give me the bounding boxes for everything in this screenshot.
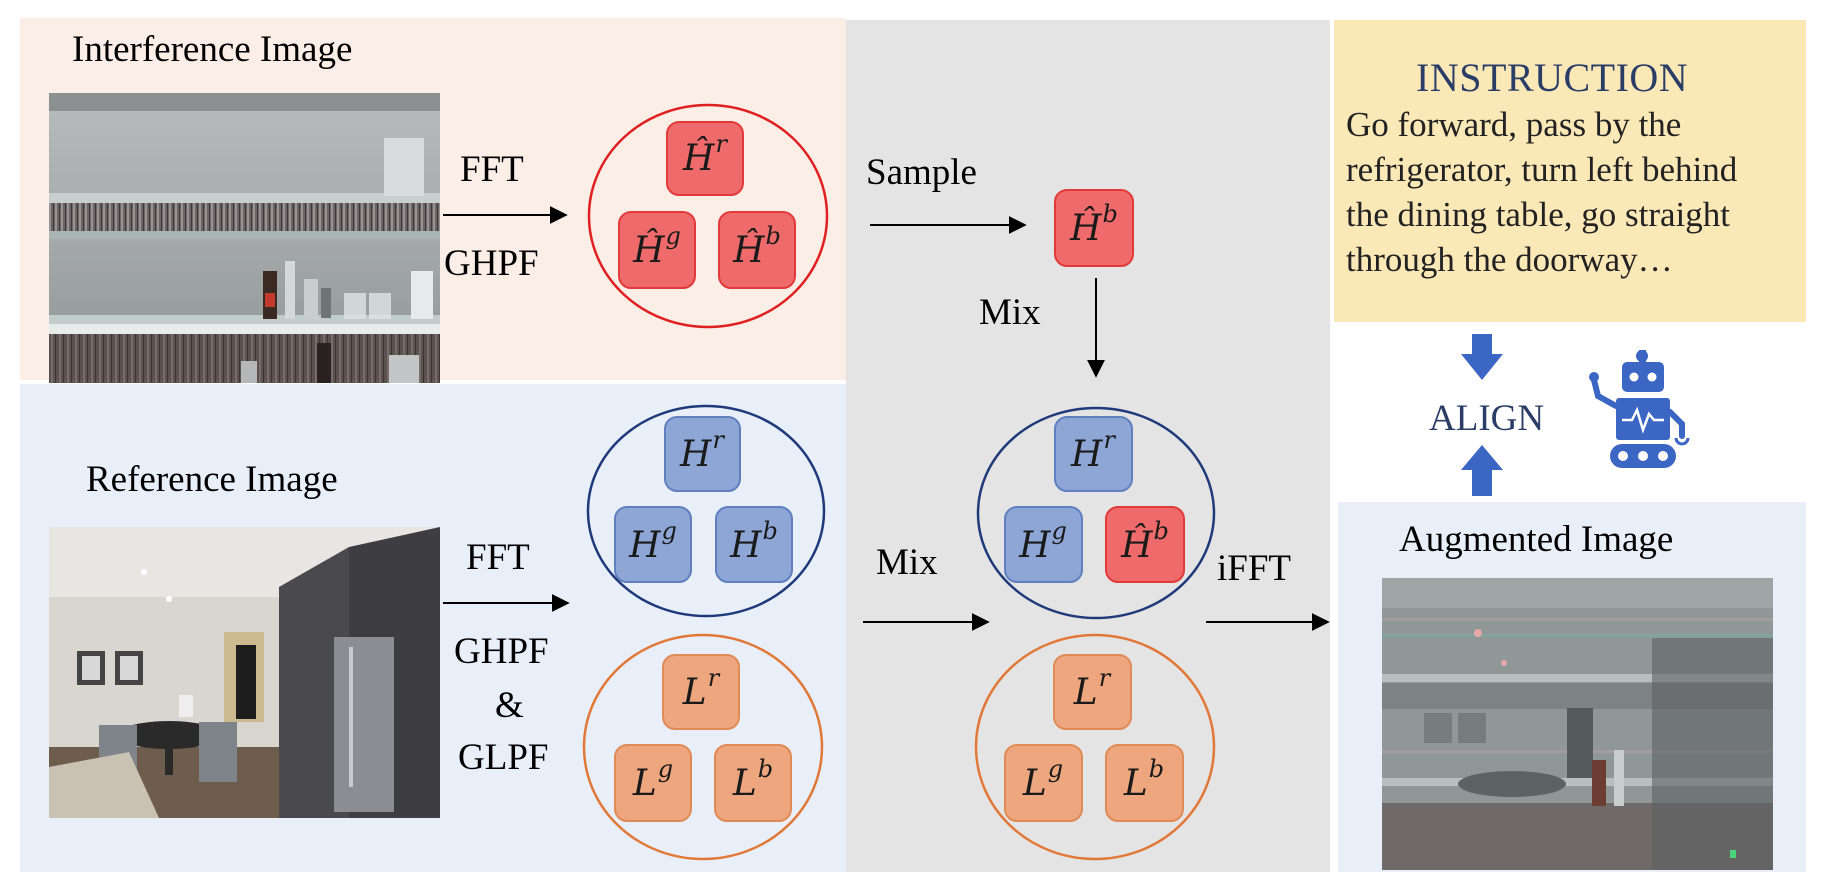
align-label: ALIGN [1429,398,1545,439]
reference-lg-tile [614,744,692,822]
tile-channel-superscript: b [765,222,781,250]
reference-lb-tile [714,744,792,822]
tile-channel-superscript: g [1047,755,1064,783]
tile-base-symbol: L [682,671,707,713]
augmented-title: Augmented Image [1399,519,1674,560]
tile-base-symbol: H [1019,524,1051,566]
interference-ghpf-label: GHPF [444,243,539,284]
robot-icon [1589,350,1690,468]
align-up-arrow [1461,445,1503,496]
reference-low-freq-circle [582,633,824,861]
reference-hb-tile [715,506,793,583]
mixed-lr-tile [1053,654,1132,730]
align-down-arrow [1461,334,1503,380]
tile-base-symbol: H [629,524,661,566]
interference-image [49,93,440,383]
reference-glpf-label: GLPF [458,737,549,778]
tile-base-symbol: L [632,762,657,804]
sampled-hb-tile [1054,189,1134,267]
augmented-image [1382,578,1773,870]
tile-base-symbol: H [730,524,762,566]
instruction-text: Go forward, pass by the refrigerator, tu… [1346,102,1737,282]
tile-channel-superscript: g [661,517,677,545]
tile-base-symbol: H [1071,433,1103,475]
reference-ghpf-label: GHPF [454,631,549,672]
tile-base-symbol: Ĥ [733,229,765,271]
interference-fft-label: FFT [460,149,524,190]
reference-ampersand-label: & [495,685,524,726]
tile-channel-superscript: g [1051,517,1067,545]
instruction-line: the dining table, go straight [1346,195,1730,234]
mixed-high-freq-circle [976,406,1216,620]
mixed-low-freq-circle [974,633,1216,861]
tile-base-symbol: L [732,762,757,804]
interference-high-freq-circle [587,103,829,329]
tile-channel-superscript: b [1102,200,1118,228]
instruction-line: Go forward, pass by the [1346,105,1682,144]
tile-channel-superscript: r [1103,426,1115,454]
mixed-hg-tile [1004,506,1083,583]
tile-base-symbol: H [680,433,712,475]
tile-channel-superscript: r [712,426,724,454]
tile-channel-superscript: b [1153,517,1169,545]
reference-fft-label: FFT [466,537,530,578]
reference-image [49,527,440,818]
tile-channel-superscript: b [757,755,774,783]
reference-lr-tile [662,654,740,730]
tile-base-symbol: Ĥ [683,137,715,179]
mixed-lb-tile [1105,744,1184,822]
instruction-title: INSTRUCTION [1416,55,1689,100]
interference-hr-tile [666,121,744,196]
mixed-lg-tile [1004,744,1083,822]
interference-hg-tile [618,211,696,289]
instruction-panel [1334,20,1806,322]
instruction-line: through the doorway… [1346,240,1673,279]
tile-base-symbol: L [1073,671,1098,713]
mixed-hr-tile [1054,416,1133,492]
mix-horizontal-label: Mix [876,542,938,583]
reference-hr-tile [664,416,741,492]
mix-vertical-label: Mix [979,292,1041,333]
tile-channel-superscript: r [1098,664,1111,692]
reference-hg-tile [614,506,692,583]
tile-base-symbol: L [1123,762,1148,804]
reference-high-freq-circle [586,404,826,618]
reference-title: Reference Image [86,459,338,500]
instruction-line: refrigerator, turn left behind [1346,150,1738,189]
tile-base-symbol: Ĥ [1121,524,1153,566]
tile-channel-superscript: g [665,222,681,250]
sample-label: Sample [866,152,977,193]
ifft-label: iFFT [1217,548,1292,589]
tile-channel-superscript: g [657,755,674,783]
tile-channel-superscript: r [707,664,720,692]
tile-channel-superscript: r [715,130,727,158]
tile-base-symbol: L [1022,762,1047,804]
tile-base-symbol: Ĥ [633,229,665,271]
interference-hb-tile [718,211,796,289]
mixed-hb-tile [1105,506,1185,583]
tile-base-symbol: Ĥ [1070,207,1102,249]
tile-channel-superscript: b [1148,755,1165,783]
interference-title: Interference Image [72,29,353,70]
tile-channel-superscript: b [762,517,778,545]
